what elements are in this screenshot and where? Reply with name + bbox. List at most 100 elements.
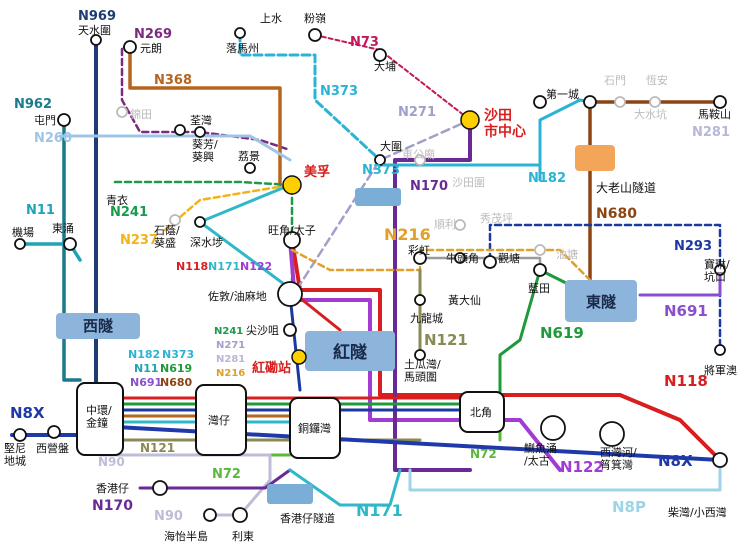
place-tsing-yi: 青衣 <box>106 193 128 207</box>
eastern-tunnel-label: 東隧 <box>586 293 616 311</box>
route-label-n170: N170 <box>410 179 448 194</box>
lion-rock-tunnel-box <box>355 188 401 206</box>
route-label-n170-south: N170 <box>92 498 133 514</box>
route-label-n72: N72 <box>212 467 241 482</box>
place-ngau-tau-kok: 牛頭角 <box>446 251 479 265</box>
place-po-lam: 寶琳/坑口 <box>704 257 730 284</box>
place-ma-on-shan: 馬鞍山 <box>698 107 731 121</box>
route-n216 <box>290 248 592 282</box>
route-n73 <box>314 34 471 121</box>
route-n368 <box>128 45 282 187</box>
route-label-n269: N269 <box>134 27 172 42</box>
aberdeen-tunnel-box <box>267 484 313 504</box>
tai-lo-shan-tunnel-box <box>575 145 615 171</box>
place-sheung-shui: 上水 <box>260 12 282 25</box>
cross-harbour-tunnel-box <box>305 331 395 371</box>
route-n171 <box>198 183 294 292</box>
route-label-n90-south: N90 <box>154 509 183 524</box>
place-labels: 天水圍 元朗 錦田 屯門 荃灣 葵芳/葵興 荔景 青衣 機場 東涌 石蔭/葵盛 … <box>4 12 737 543</box>
route-kwun-tong <box>418 256 542 272</box>
route-label-n121: N121 <box>424 331 468 349</box>
place-sai-wan-ho: 西灣河/筲箕灣 <box>600 446 637 472</box>
station-circles <box>13 27 728 523</box>
place-tin-shui-wai: 天水圍 <box>78 24 111 37</box>
place-lam-tin: 藍田 <box>528 282 550 295</box>
route-label-n680: N680 <box>596 206 637 222</box>
shatin-centre-hub <box>460 110 480 130</box>
place-tuen-mun: 屯門 <box>34 114 56 127</box>
place-wan-chai: 灣仔 <box>208 414 230 427</box>
place-tko: 將軍澳 <box>704 363 737 377</box>
place-che-kung-miu: 車公廟 <box>402 147 435 161</box>
route-label-n368: N368 <box>154 73 192 88</box>
place-tai-lo-shan-tunnel: 大老山隧道 <box>596 180 656 195</box>
route-label-n11: N11 <box>26 203 55 218</box>
route-n293 <box>488 223 722 352</box>
western-tunnel-label: 西隧 <box>83 317 113 335</box>
place-shatin-centre: 沙田市中心 <box>484 108 526 140</box>
place-heng-on: 恆安 <box>646 73 668 87</box>
hung-hom-hub <box>291 349 307 365</box>
mei-foo-hub <box>282 175 302 195</box>
route-label-n373-mid: N373 <box>362 163 400 178</box>
place-tai-shui-hang: 大水坑 <box>634 107 667 121</box>
route-n271 <box>288 118 472 302</box>
route-label-n619: N619 <box>540 324 584 342</box>
place-jordan: 佐敦/油麻地 <box>208 289 267 303</box>
tag-n182: N182 <box>128 348 160 361</box>
central-hub <box>76 382 124 456</box>
route-n619 <box>498 268 582 397</box>
place-kennedy-town: 堅尼地城 <box>4 442 26 468</box>
route-label-n271: N271 <box>398 105 436 120</box>
route-label-n260: N260 <box>34 131 72 146</box>
place-first-city: 第一城 <box>546 87 579 101</box>
place-tai-wai: 大圍 <box>380 139 402 153</box>
place-sau-mau-ping: 秀茂坪 <box>480 211 513 225</box>
place-fanling: 粉嶺 <box>304 12 326 25</box>
route-label-n73: N73 <box>350 35 379 50</box>
route-label-n8x-east: N8X <box>658 452 693 470</box>
island-hubs <box>76 382 505 459</box>
place-aberdeen-tunnel: 香港仔隧道 <box>280 511 335 525</box>
route-label-n241: N241 <box>110 205 148 220</box>
north-point-hub <box>459 391 505 433</box>
tag-n373: N373 <box>162 348 194 361</box>
western-tunnel-box <box>56 313 140 339</box>
place-sham-shui-po: 深水埗 <box>190 235 223 249</box>
route-label-n118-east: N118 <box>664 372 708 390</box>
route-n8p <box>408 460 722 492</box>
tag-n281: N281 <box>216 354 245 365</box>
route-label-n8p: N8P <box>612 498 646 516</box>
place-shek-mun: 石門 <box>604 74 626 87</box>
route-label-n90: N90 <box>98 455 125 469</box>
place-hung-hom: 紅磡站 <box>252 360 291 376</box>
jordan-south <box>288 293 302 392</box>
route-label-n182: N182 <box>528 171 566 186</box>
place-quarry-bay: 鰂魚涌/太古 <box>524 441 557 468</box>
place-mei-foo: 美孚 <box>304 164 330 180</box>
tag-n271: N271 <box>216 340 245 351</box>
route-n962 <box>62 118 82 382</box>
route-n171-south <box>288 468 402 507</box>
route-n237 <box>163 183 292 232</box>
place-chai-wan: 柴灣/小西灣 <box>668 505 727 519</box>
eastern-tunnel-box <box>565 280 637 322</box>
place-kwun-tong: 觀塘 <box>498 251 520 265</box>
place-sha-tin-wai: 沙田圍 <box>452 176 485 189</box>
place-tung-chung: 東涌 <box>52 222 74 235</box>
route-label-n118: N118 <box>176 260 208 273</box>
route-label-n293: N293 <box>674 239 712 254</box>
place-kowloon-city: 九龍城 <box>410 311 443 325</box>
place-tai-po: 大埔 <box>374 59 396 73</box>
place-wong-tai-sin: 黃大仙 <box>448 293 481 307</box>
place-choi-hung: 彩虹 <box>408 244 430 257</box>
route-n170 <box>393 118 472 472</box>
place-sai-ying-pun: 西營盤 <box>36 442 69 455</box>
major-hubs <box>282 110 480 365</box>
route-n260 <box>58 134 292 162</box>
causeway-bay-hub <box>289 397 341 459</box>
route-label-n8x: N8X <box>10 404 45 422</box>
route-n691 <box>638 268 722 297</box>
